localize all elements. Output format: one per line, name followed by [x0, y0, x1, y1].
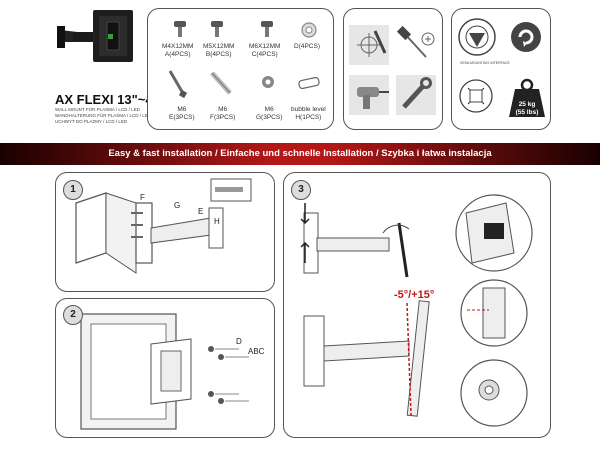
- screws-washers-icon: [208, 346, 249, 404]
- installation-banner: [0, 143, 600, 165]
- weight-icon: [509, 78, 545, 117]
- bolt-spec-icon: [210, 178, 252, 202]
- wall-plug-f-icon: [210, 71, 232, 95]
- tilt-angle-label: -5°/+15°: [394, 289, 435, 301]
- step3-number: 3: [291, 180, 311, 200]
- weight-label: 25 kg(55 lbs): [515, 101, 539, 116]
- product-subtitle-pl: UCHWYT DO PLAZMY / LCD / LED: [55, 119, 128, 124]
- step1-label-e: E: [198, 207, 204, 216]
- product-image: [55, 8, 140, 68]
- wall-block: [75, 192, 137, 274]
- nut-g-icon: [262, 76, 274, 88]
- drill-icon: [349, 75, 389, 115]
- screwdriver-icon: [396, 25, 435, 58]
- part-d-label: D(4PCS): [294, 43, 321, 50]
- banner-text: Easy & fast installation / Einfache und …: [108, 148, 492, 159]
- step1-label-g: G: [174, 201, 181, 210]
- marker-wall-icon: [349, 25, 389, 65]
- step3-side-view: [303, 300, 430, 417]
- vesa-detail-circle-bottom: [460, 359, 528, 427]
- vesa-detail-circle-mid: [460, 279, 528, 347]
- wrench-icon: [396, 75, 436, 115]
- product-subtitle-de: WANDHALTERUNG FÜR PLASMA / LCD / LED: [55, 113, 152, 118]
- tools-panel: [343, 8, 443, 130]
- vesa-plate: [150, 338, 192, 405]
- step2-number: 2: [63, 305, 83, 325]
- recycle-icon: [511, 22, 541, 52]
- up-down-arrows-icon: [300, 203, 310, 263]
- tv-screen-frame: [80, 313, 177, 430]
- step1-label-h: H: [214, 217, 220, 226]
- step2-label-d: D: [236, 337, 242, 346]
- step1-panel: F G E H: [55, 172, 275, 292]
- vesa-detail-circle-top: [455, 194, 533, 272]
- bracket-assembly: [131, 202, 224, 264]
- tilt-swivel-icon: [459, 79, 493, 113]
- step2-panel: D ABC: [55, 298, 275, 438]
- screw-c-icon: [261, 21, 273, 37]
- step3-top-arm: [303, 212, 410, 278]
- screw-b-icon: [211, 21, 223, 37]
- washer-d-icon: [301, 22, 317, 38]
- product-subtitle-en: WALL MOUNT FOR PLASMA / LCD / LED: [55, 107, 140, 112]
- step2-label-abc: ABC: [248, 347, 265, 356]
- vesa-label: VESA MOUNTING INTERFACE: [460, 61, 510, 65]
- anchor-bolt-e-icon: [168, 70, 188, 99]
- specs-panel: VESA MOUNTING INTERFACE 25 kg(55 lbs): [451, 8, 551, 130]
- step1-number: 1: [63, 180, 83, 200]
- bubble-level-h-icon: [298, 76, 320, 90]
- vesa-badge-icon: [458, 18, 496, 56]
- step3-panel: -5°/+15°: [283, 172, 551, 438]
- screw-a-icon: [174, 21, 186, 37]
- step1-label-f: F: [140, 193, 145, 202]
- product-title: AX FLEXI 13"~42": [55, 92, 166, 107]
